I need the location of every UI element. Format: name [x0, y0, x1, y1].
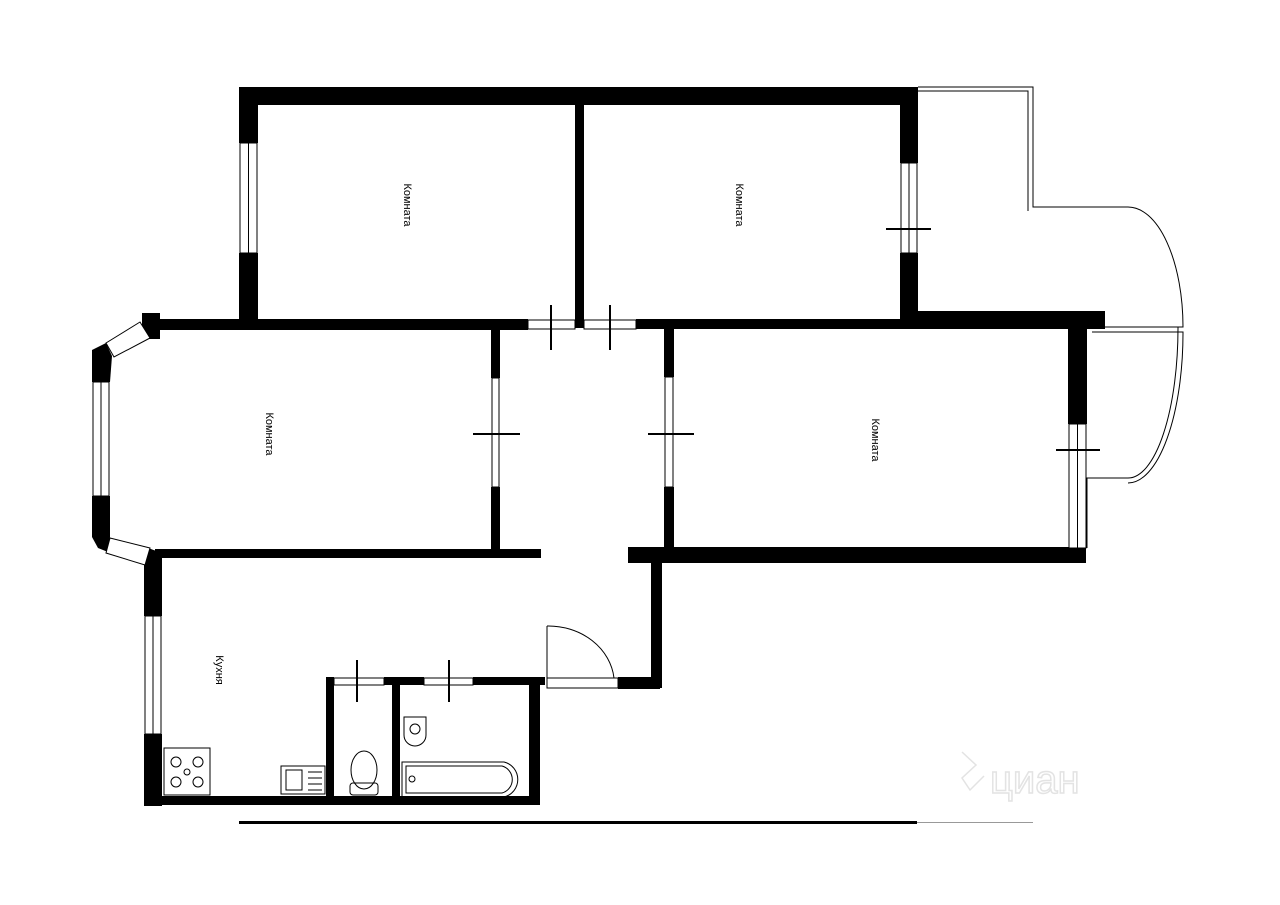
walls	[92, 87, 1105, 806]
watermark-text: циан	[990, 758, 1080, 802]
balcony	[915, 86, 1184, 548]
room-label-left: Комната	[263, 412, 275, 456]
windows	[92, 142, 1087, 735]
stove	[163, 747, 211, 796]
washbasin	[403, 716, 427, 747]
toilet	[349, 750, 379, 796]
scale-line	[239, 821, 1033, 824]
room-label-top-right: Комната	[733, 183, 745, 227]
doors	[333, 228, 1100, 702]
bathtub	[401, 761, 519, 798]
room-label-kitchen: Кухня	[213, 655, 225, 684]
kitchen-sink	[280, 765, 326, 795]
room-label-top-left: Комната	[401, 183, 413, 227]
watermark-logo: циан	[961, 751, 1080, 803]
room-label-right: Комната	[869, 418, 881, 462]
